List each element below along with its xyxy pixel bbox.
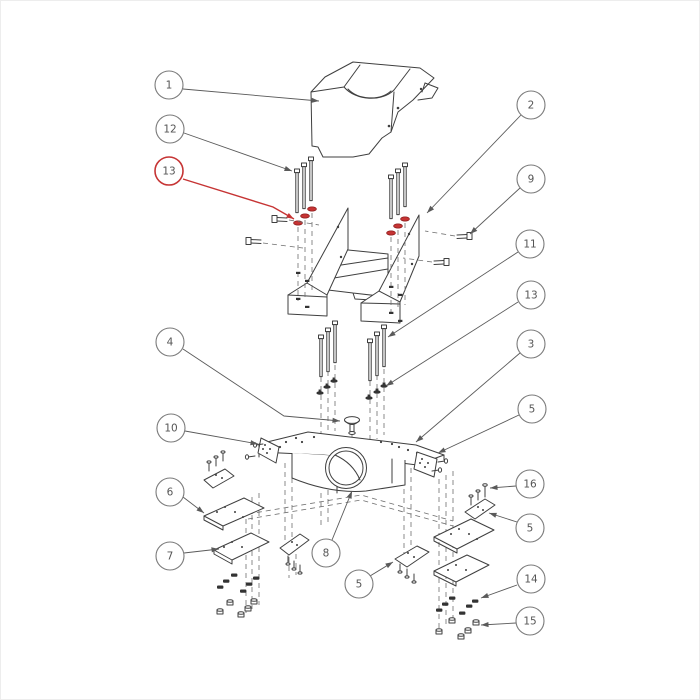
lock-washers-red [293,206,410,236]
balloon-12-circle [155,114,185,144]
balloon-15-label: 15 [523,616,536,628]
balloon-8-label: 8 [323,548,330,560]
balloon-4: 4 [155,327,341,423]
balloon-15: 15 [480,606,545,636]
mount-plate-right [413,451,449,478]
mid-bolts-left [318,320,338,378]
balloon-7-label: 7 [167,551,174,563]
fastener-tip-marks [296,271,403,322]
balloon-5-right-label: 5 [529,404,536,416]
right-plate-stack [433,483,496,587]
balloon-7: 7 [155,541,220,571]
balloon-1-circle [154,70,184,100]
mid-bolts-right [367,324,387,382]
balloon-1: 1 [154,70,320,103]
balloon-11-label: 11 [523,239,536,251]
balloon-9: 9 [469,164,546,235]
balloon-10: 10 [156,413,259,446]
upper-bolts-left [294,156,314,214]
mount-plate-left [244,437,280,464]
balloon-13-left-label: 13 [162,166,175,178]
balloon-5-right-circle [517,394,547,424]
balloon-6-circle [155,477,185,507]
balloon-8: 8 [311,490,353,568]
balloon-5-lower: 5 [488,512,545,543]
hardware-nuts-left [216,573,260,618]
balloon-4-circle [155,327,185,357]
balloon-3-label: 3 [528,339,535,351]
balloon-10-circle [156,413,186,443]
balloon-14-label: 14 [524,574,538,586]
balloon-2-circle [516,90,546,120]
balloon-16-circle [515,469,545,499]
cover-part [310,61,439,158]
balloon-8-circle [311,538,341,568]
balloon-10-label: 10 [164,423,177,435]
balloon-13-right-circle [516,280,546,310]
side-screws [245,215,473,266]
balloon-2-label: 2 [528,100,535,112]
grease-cap [344,416,360,435]
balloon-16: 16 [489,469,545,499]
balloon-3-circle [516,329,546,359]
balloon-12: 12 [155,114,293,172]
upper-bolts-right [388,162,408,220]
balloon-14: 14 [480,564,546,599]
callout-layer: 1 12 13 4 10 6 7 8 5 2 9 11 13 3 5 16 5 14 15 [154,70,547,636]
balloon-9-label: 9 [528,174,535,186]
balloon-11: 11 [387,229,545,338]
balloon-4-label: 4 [167,337,174,349]
balloon-13-left: 13 [154,156,295,220]
balloon-2: 2 [426,90,546,214]
balloon-16-label: 16 [523,479,537,491]
balloon-5-right: 5 [437,394,547,454]
balloon-5-lower-label: 5 [527,523,534,535]
balloon-5-bottom: 5 [344,561,394,599]
center-plate-stack [279,533,430,584]
balloon-13-right-label: 13 [524,290,537,302]
balloon-9-circle [516,164,546,194]
hardware-nuts-right [435,596,480,640]
balloon-7-circle [155,541,185,571]
balloon-13-left-circle [154,156,184,186]
balloon-5-lower-circle [515,513,545,543]
mid-flange-nuts [316,377,388,400]
balloon-12-label: 12 [163,124,176,136]
balloon-15-circle [515,606,545,636]
left-plate-stack [203,450,270,565]
balloon-6: 6 [155,477,205,514]
balloon-6-label: 6 [167,487,174,499]
balloon-13-right: 13 [385,280,546,387]
balloon-5-bottom-label: 5 [356,579,363,591]
balloon-14-circle [516,564,546,594]
balloon-5-bottom-circle [344,569,374,599]
balloon-11-circle [515,229,545,259]
balloon-1-label: 1 [166,80,173,92]
upper-bracket [287,207,420,324]
balloon-3: 3 [415,329,546,443]
